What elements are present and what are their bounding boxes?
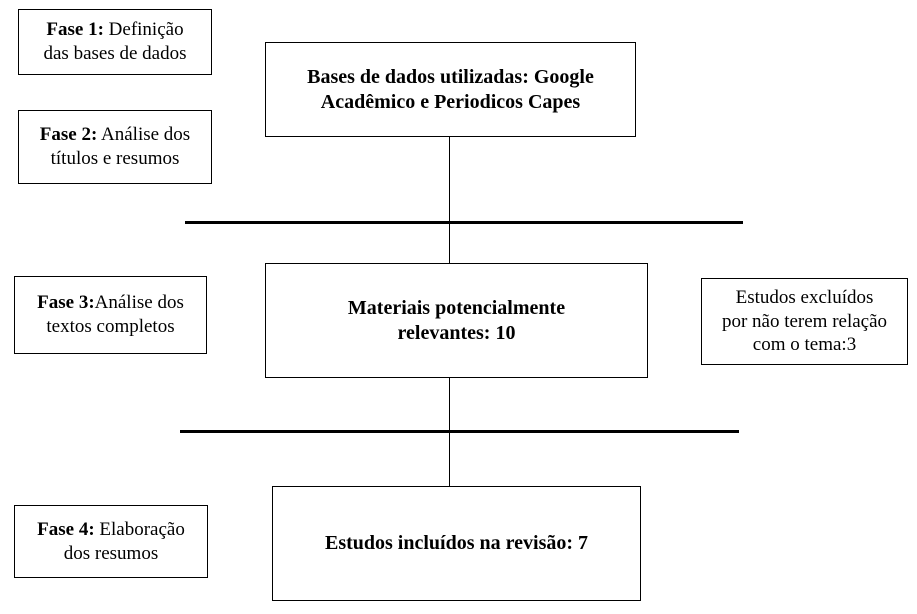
excluded-line3: com o tema:3 xyxy=(752,334,857,356)
included-line1: Estudos incluídos na revisão: 7 xyxy=(324,532,589,554)
relevant-line2: relevantes: 10 xyxy=(397,321,516,344)
phase-1-box: Fase 1: Definição das bases de dados xyxy=(18,9,212,75)
phase-1-line1: Fase 1: Definição xyxy=(46,19,184,41)
relevant-materials-box: Materiais potencialmente relevantes: 10 xyxy=(265,263,648,378)
phase-4-box: Fase 4: Elaboração dos resumos xyxy=(14,505,208,578)
phase-3-line1: Fase 3:Análise dos xyxy=(37,292,184,314)
phase-2-line2: títulos e resumos xyxy=(50,148,180,169)
connector-databases-to-relevant xyxy=(449,136,450,264)
phase-2-line1: Fase 2: Análise dos xyxy=(39,124,191,146)
excluded-line1: Estudos excluídos xyxy=(735,286,874,308)
databases-box: Bases de dados utilizadas: Google Acadêm… xyxy=(265,42,636,137)
separator-bar-2 xyxy=(180,430,739,433)
included-studies-box: Estudos incluídos na revisão: 7 xyxy=(272,486,641,601)
phase-4-line1: Fase 4: Elaboração xyxy=(37,518,185,540)
databases-line2: Acadêmico e Periodicos Capes xyxy=(320,90,581,113)
phase-1-line2: das bases de dados xyxy=(43,43,187,64)
phase-3-box: Fase 3:Análise dos textos completos xyxy=(14,276,207,354)
phase-4-line2: dos resumos xyxy=(63,542,159,564)
relevant-line1: Materiais potencialmente xyxy=(347,296,566,319)
phase-3-line2: textos completos xyxy=(46,316,175,337)
phase-2-box: Fase 2: Análise dos títulos e resumos xyxy=(18,110,212,184)
excluded-line2: por não terem relação xyxy=(721,310,888,332)
databases-line1: Bases de dados utilizadas: Google xyxy=(307,65,594,88)
separator-bar-1 xyxy=(185,221,743,224)
excluded-studies-box: Estudos excluídos por não terem relação … xyxy=(701,278,908,365)
